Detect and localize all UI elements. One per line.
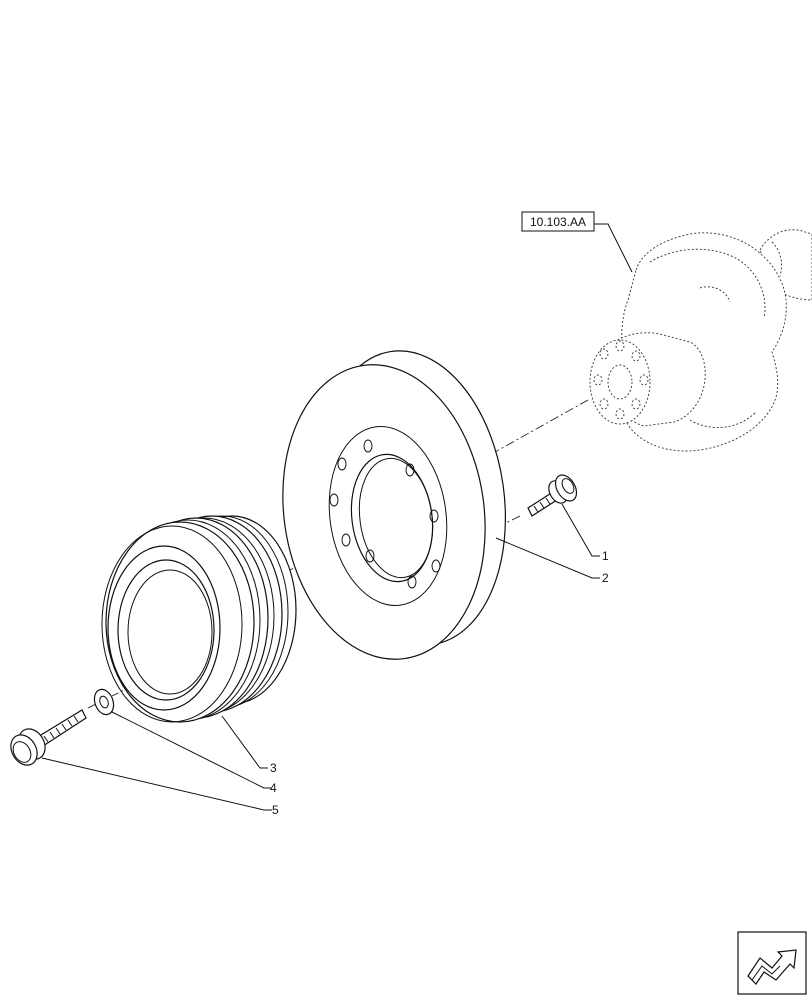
next-page-arrow-icon[interactable]: [737, 931, 807, 995]
callout-3: 3: [221, 715, 277, 775]
callout-number-4: 4: [270, 781, 277, 795]
callout-number-5: 5: [272, 803, 279, 817]
belt-pulley-part-3: [101, 515, 297, 723]
washer-part-4: [93, 688, 115, 716]
reference-label-10-103-aa[interactable]: 10.103.AA: [521, 211, 633, 273]
hub-bolt-part-1: [527, 474, 578, 517]
callout-number-1: 1: [602, 549, 609, 563]
pulley-hub-part-2: [282, 350, 507, 660]
callout-5: 5: [41, 757, 279, 817]
callout-number-3: 3: [270, 761, 277, 775]
callout-4: 4: [111, 711, 277, 795]
crankshaft-reference: [589, 229, 812, 452]
pulley-bolt-part-5: [10, 709, 87, 766]
callout-number-2: 2: [602, 571, 609, 585]
reference-code-text: 10.103.AA: [530, 215, 586, 229]
callout-1: 1: [561, 503, 609, 563]
callout-2: 2: [495, 537, 609, 585]
